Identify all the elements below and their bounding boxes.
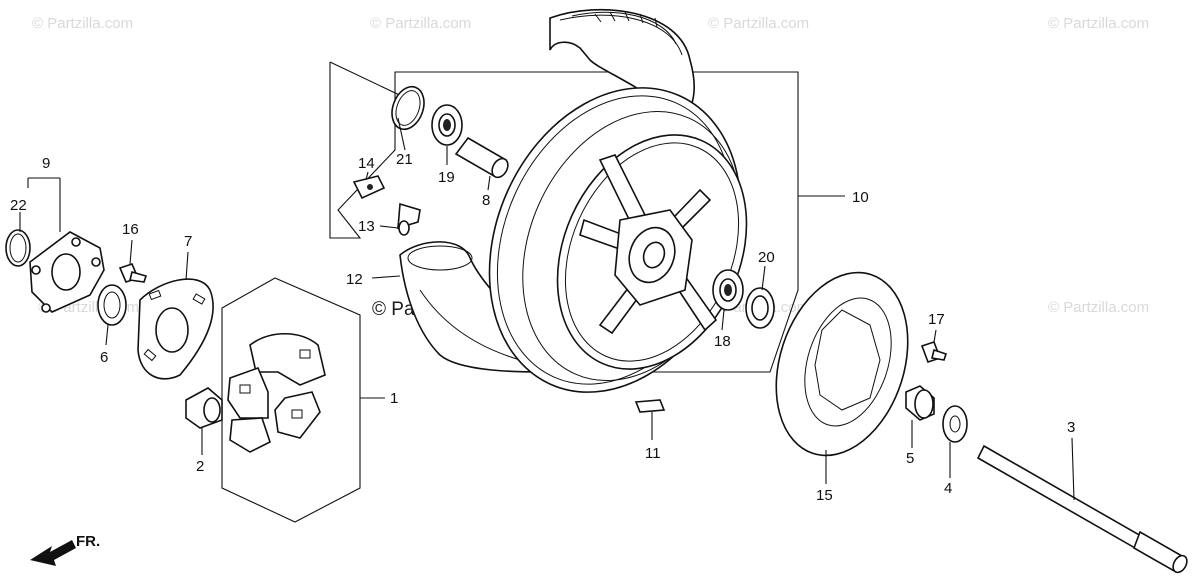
balance-weight [634, 399, 666, 413]
bearing-19 [431, 104, 463, 146]
front-label: FR. [76, 533, 100, 550]
callout-1: 1 [390, 390, 398, 407]
valve-bracket [352, 175, 386, 200]
callout-20: 20 [758, 249, 775, 266]
callout-13: 13 [358, 218, 375, 235]
brake-disc [775, 271, 909, 457]
washer [942, 405, 968, 443]
front-arrow-icon [30, 540, 76, 566]
callout-12: 12 [346, 271, 363, 288]
oil-seal [745, 287, 775, 329]
callout-16: 16 [122, 221, 139, 238]
watermark-top-left: © Partzilla.com [32, 15, 133, 32]
callout-10: 10 [852, 189, 869, 206]
callout-15: 15 [816, 487, 833, 504]
callout-7: 7 [184, 233, 192, 250]
callout-labels: 1 2 3 4 5 6 7 8 9 10 11 12 13 14 15 16 1… [10, 151, 1075, 504]
callout-19: 19 [438, 169, 455, 186]
side-collar [905, 385, 935, 421]
axle [976, 444, 1188, 574]
callout-4: 4 [944, 480, 952, 497]
callout-9: 9 [42, 155, 50, 172]
leader-lines [19, 117, 1075, 501]
callout-3: 3 [1067, 419, 1075, 436]
o-ring [391, 85, 425, 131]
callout-6: 6 [100, 349, 108, 366]
callout-17: 17 [928, 311, 945, 328]
callout-14: 14 [358, 155, 375, 172]
wheel-rim [488, 87, 748, 393]
watermark-top-center-right: © Partzilla.com [708, 15, 809, 32]
o-ring-22 [5, 229, 31, 267]
disc-bolt [920, 340, 948, 364]
callout-22: 22 [10, 197, 27, 214]
watermark-top-center-left: © Partzilla.com [370, 15, 471, 32]
front-direction-marker: FR. [30, 533, 100, 566]
callout-8: 8 [482, 192, 490, 209]
flange-seal [97, 284, 127, 326]
damper-assembly-outline [221, 277, 361, 523]
callout-2: 2 [196, 458, 204, 475]
damper-plate [137, 278, 214, 380]
bearing-18 [712, 269, 744, 311]
watermark-far-right: © Partzilla.com [1048, 299, 1149, 316]
damper-rubbers [227, 333, 326, 453]
collar [185, 387, 223, 429]
callout-5: 5 [906, 450, 914, 467]
callout-21: 21 [396, 151, 413, 168]
watermark-top-right: © Partzilla.com [1048, 15, 1149, 32]
spacer-tube [454, 136, 509, 179]
callout-18: 18 [714, 333, 731, 350]
driven-flange [29, 231, 105, 313]
callout-11: 11 [645, 445, 661, 462]
flange-bolt [118, 263, 148, 283]
valve [397, 202, 421, 236]
